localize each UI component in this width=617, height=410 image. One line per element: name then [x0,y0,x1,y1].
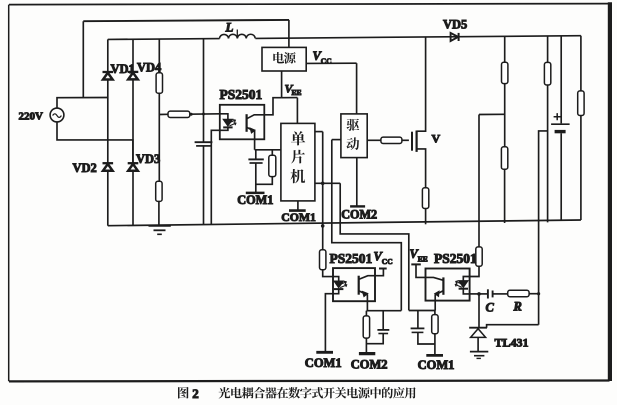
svg-text:COM1: COM1 [237,193,273,207]
svg-text:CC: CC [321,57,332,66]
svg-text:VD2: VD2 [73,161,97,175]
svg-text:TL431: TL431 [495,336,529,350]
svg-text:VD4: VD4 [137,61,162,75]
svg-text:COM1: COM1 [418,358,455,372]
svg-text:2: 2 [192,386,199,401]
svg-text:VD1: VD1 [111,62,135,76]
svg-text:PS2501: PS2501 [330,251,373,266]
svg-text:CC: CC [382,257,393,266]
svg-text:VD5: VD5 [443,18,467,32]
svg-text:C: C [486,301,495,315]
svg-text:220V: 220V [19,111,44,123]
svg-text:EE: EE [292,88,302,97]
svg-text:PS2501: PS2501 [220,87,263,102]
svg-text:EE: EE [418,255,428,264]
svg-text:COM1: COM1 [281,210,316,224]
svg-text:L: L [225,20,234,35]
svg-text:R: R [513,300,522,314]
svg-text:PS2501: PS2501 [434,251,477,266]
svg-text:COM2: COM2 [351,358,388,372]
svg-text:COM2: COM2 [341,208,377,222]
svg-text:V: V [432,132,441,146]
svg-text:VD3: VD3 [136,152,160,166]
svg-text:COM1: COM1 [305,356,342,370]
